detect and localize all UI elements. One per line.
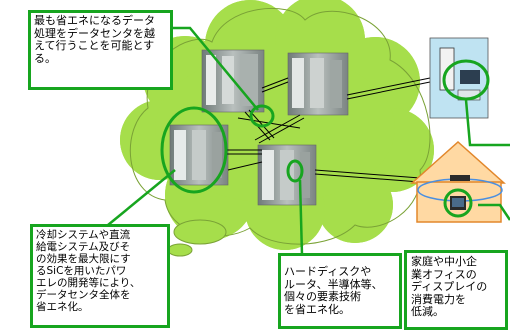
callout-connectors xyxy=(107,26,510,256)
display-monitor-icon xyxy=(450,196,466,210)
component-technology-callout: ハードディスクや ルータ、半導体等、 個々の要素技術 を省エネ化。 xyxy=(278,253,402,329)
network-links xyxy=(226,77,431,183)
office-focus-circle xyxy=(442,59,490,101)
cooling-system-callout: 冷却システムや直流 給電システム及びそ の効果を最大限にす るSiCを用いたパワ… xyxy=(30,224,170,328)
home-display-callout: 家庭や中小企 業オフィスの ディスプレイの 消費電力を 低減。 xyxy=(404,250,508,330)
server-rack-icon xyxy=(287,52,349,116)
router-icon xyxy=(450,175,470,181)
component-focus-ellipse xyxy=(286,159,304,183)
datacenter-focus-ellipse xyxy=(249,104,275,128)
cooling-focus-ellipse xyxy=(160,106,228,194)
thought-bubble xyxy=(173,219,227,245)
thought-bubble-small xyxy=(167,243,193,257)
home-focus-circle xyxy=(443,188,473,218)
personal-computer-icon xyxy=(429,37,489,119)
datacenter-efficiency-callout: 最も省エネになるデータ 処理をデータセンタを越 えて行うことを可能とす る。 xyxy=(28,10,173,90)
